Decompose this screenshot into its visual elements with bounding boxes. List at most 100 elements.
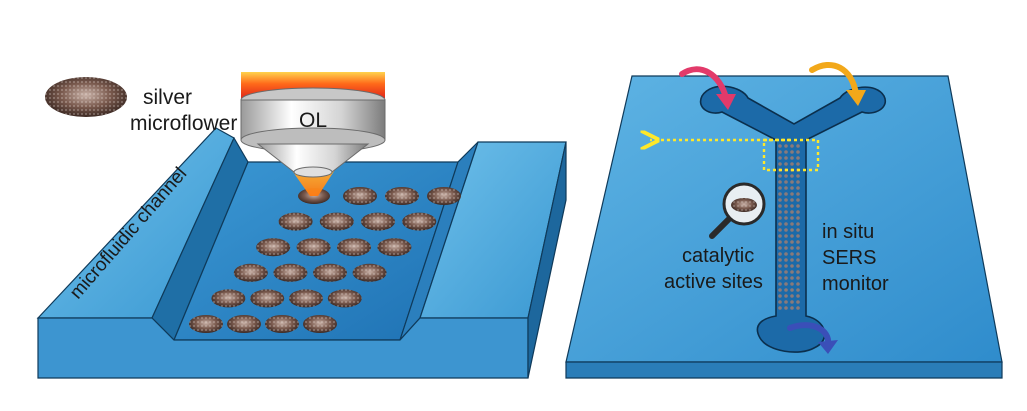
left-chip-side (527, 141, 567, 379)
catalyst-dot (796, 198, 800, 202)
catalyst-dot (796, 180, 800, 184)
catalyst-dot (790, 240, 794, 244)
catalyst-dot (778, 156, 782, 160)
microflower (256, 238, 291, 257)
catalyst-dot (778, 282, 782, 286)
catalyst-dot (784, 234, 788, 238)
inlet-arrow-head-left (716, 94, 736, 110)
insitu-label-line3: monitor (822, 273, 889, 295)
catalyst-dot (784, 180, 788, 184)
catalyst-dot (778, 228, 782, 232)
catalytic-label-line2: active sites (664, 271, 763, 293)
catalyst-dot (790, 300, 794, 304)
catalyst-dot (796, 162, 800, 166)
catalyst-dot (796, 234, 800, 238)
catalyst-dot (778, 234, 782, 238)
catalyst-dot (796, 156, 800, 160)
catalyst-dot (796, 144, 800, 148)
catalyst-dot (790, 210, 794, 214)
catalyst-dot (790, 150, 794, 154)
catalyst-dot (790, 258, 794, 262)
catalyst-dot (778, 162, 782, 166)
microflower (327, 289, 362, 308)
catalyst-dot (778, 192, 782, 196)
inlet-arrow-icon-right (809, 62, 859, 97)
catalyst-dot (796, 276, 800, 280)
catalyst-dot (778, 270, 782, 274)
catalyst-dot (790, 288, 794, 292)
catalyst-dot (784, 288, 788, 292)
microflower (273, 263, 308, 282)
catalyst-dot (778, 294, 782, 298)
outlet-arrow-icon (787, 322, 832, 347)
detection-box (762, 138, 820, 172)
catalyst-dot (796, 282, 800, 286)
catalyst-dot (790, 144, 794, 148)
catalyst-dot (790, 180, 794, 184)
microflower (303, 315, 337, 333)
catalyst-dot (790, 252, 794, 256)
microflower (402, 212, 437, 231)
microflower (289, 289, 323, 308)
catalyst-dot (784, 192, 788, 196)
catalyst-dot (778, 240, 782, 244)
catalyst-dot (790, 204, 794, 208)
catalyst-dot (790, 294, 794, 298)
catalyst-dot (796, 222, 800, 226)
catalyst-dot (784, 222, 788, 226)
microflower (296, 238, 331, 257)
catalyst-dot (790, 306, 794, 310)
microflower (319, 212, 354, 231)
catalyst-dot (784, 216, 788, 220)
catalyst-dot (778, 288, 782, 292)
catalyst-dot (790, 246, 794, 250)
insitu-label-line2: SERS (822, 247, 876, 269)
catalyst-dot (778, 198, 782, 202)
catalyst-dot (796, 210, 800, 214)
microflower-array (189, 187, 461, 333)
microflower (189, 315, 223, 333)
catalyst-dot (778, 300, 782, 304)
catalyst-dot (778, 252, 782, 256)
microflower (337, 238, 371, 257)
catalyst-dot (796, 186, 800, 190)
catalyst-dot (796, 150, 800, 154)
catalyst-dot (778, 306, 782, 310)
catalyst-dot (790, 228, 794, 232)
catalyst-dot (784, 300, 788, 304)
catalyst-dot (784, 246, 788, 250)
catalyst-dot (796, 252, 800, 256)
catalyst-dot (796, 294, 800, 298)
microflower (233, 263, 268, 282)
catalyst-dot (790, 156, 794, 160)
catalyst-dot (784, 240, 788, 244)
catalyst-dot (784, 210, 788, 214)
catalyst-dot (778, 246, 782, 250)
catalyst-dot (790, 174, 794, 178)
catalyst-dot (778, 264, 782, 268)
catalyst-dot (796, 270, 800, 274)
catalyst-dot (790, 234, 794, 238)
catalyst-dot (796, 246, 800, 250)
microflower (211, 289, 246, 308)
catalyst-dot (790, 192, 794, 196)
catalyst-dot (778, 204, 782, 208)
catalyst-dot (784, 204, 788, 208)
inlet-arrow-head-right (846, 90, 866, 106)
catalyst-dot (778, 210, 782, 214)
microflower (265, 315, 299, 333)
catalyst-dot (790, 282, 794, 286)
catalyst-dot (778, 180, 782, 184)
catalyst-dot (778, 186, 782, 190)
catalyst-dot (784, 270, 788, 274)
catalyst-dot (784, 186, 788, 190)
catalyst-dot (796, 174, 800, 178)
catalyst-dot (778, 258, 782, 262)
inlet-arrow-icon (679, 66, 729, 101)
outlet-arrow-head (818, 340, 838, 354)
catalyst-dot (784, 258, 788, 262)
catalyst-dot (784, 144, 788, 148)
catalyst-dot (784, 198, 788, 202)
catalyst-dot (778, 150, 782, 154)
